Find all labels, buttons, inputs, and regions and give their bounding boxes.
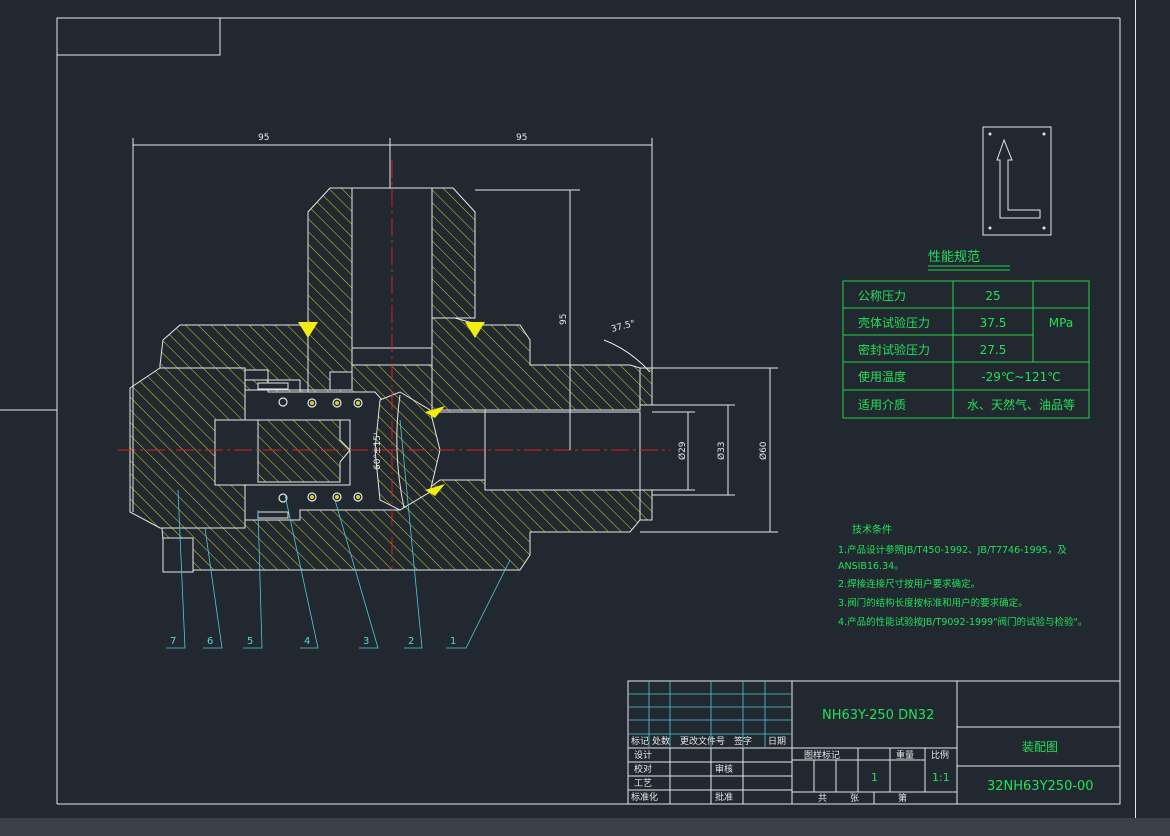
weld-mark	[298, 322, 318, 338]
dimension-lines	[132, 138, 778, 533]
part-number-6: 6	[207, 636, 213, 647]
part-number-7: 7	[170, 636, 176, 647]
spec-table-title: 性能规范	[928, 250, 980, 265]
header-ratio: 比例	[931, 749, 949, 761]
drawing-number: 32NH63Y250-00	[987, 779, 1094, 794]
spec-label-seal-test: 密封试验压力	[858, 342, 930, 357]
header-process: 工艺	[634, 778, 652, 789]
header-design: 设计	[634, 749, 652, 761]
tech-notes-title: 技术条件	[852, 523, 892, 536]
weld-mark	[425, 484, 445, 496]
spec-value-shell-test: 37.5	[980, 316, 1007, 330]
header-change-doc: 更改文件号	[680, 735, 725, 747]
code-box	[56, 17, 221, 56]
spec-value-seal-test: 27.5	[980, 343, 1007, 357]
flow-direction-arrow-icon	[982, 126, 1052, 236]
header-approve: 批准	[715, 791, 733, 803]
dim-dia3: Ø60	[758, 441, 769, 460]
part-number-2: 2	[408, 636, 414, 647]
weld-mark	[425, 406, 445, 418]
header-page: 张	[850, 793, 859, 804]
header-date: 日期	[768, 736, 786, 747]
tech-note-line: 2.焊接连接尺寸按用户要求确定。	[838, 578, 980, 590]
outer-frame	[1135, 0, 1136, 836]
header-review: 审核	[715, 763, 733, 775]
spec-label-temperature: 使用温度	[858, 369, 906, 384]
header-sheet: 第	[898, 792, 907, 804]
model-number: NH63Y-250 DN32	[822, 708, 934, 723]
scale-value: 1:1	[932, 771, 950, 784]
title-block	[627, 680, 1121, 805]
header-standard: 标准化	[631, 791, 658, 803]
dim-left-width: 95	[258, 133, 269, 143]
spec-label-shell-test: 壳体试验压力	[858, 315, 930, 330]
weld-mark	[465, 322, 485, 338]
dim-height: 95	[559, 314, 569, 325]
bottom-bar	[0, 818, 1170, 836]
dim-angle: 37.5°	[610, 319, 636, 335]
header-total: 共	[818, 793, 827, 804]
spec-label-medium: 适用介质	[858, 398, 906, 412]
tech-note-line: 1.产品设计参照JB/T450-1992、JB/T7746-1995，及	[838, 544, 1067, 556]
tech-note-line: 3.阀门的结构长度按标准和用户的要求确定。	[838, 597, 1028, 609]
quantity-value: 1	[871, 771, 878, 784]
header-weight: 重量	[896, 749, 914, 761]
tech-note-line: 4.产品的性能试验按JB/T9092-1999"阀门的试验与检验"。	[838, 616, 1087, 628]
spec-value-nominal-pressure: 25	[985, 289, 1000, 303]
part-number-1: 1	[450, 636, 456, 647]
header-check: 校对	[634, 763, 652, 775]
part-number-4: 4	[304, 636, 310, 647]
spec-label-nominal-pressure: 公称压力	[858, 289, 906, 303]
header-signature: 签字	[734, 735, 752, 747]
tech-note-line: ANSIB16.34。	[838, 561, 904, 572]
dim-dia2: Ø33	[716, 441, 727, 460]
part-number-3: 3	[363, 636, 369, 647]
header-mark: 标记	[631, 735, 649, 747]
spec-table	[842, 265, 1090, 419]
header-stage-mark: 图样标记	[804, 749, 840, 761]
part-number-5: 5	[247, 636, 253, 647]
dim-seat-angle: 60°±15'	[373, 433, 383, 470]
dim-right-width: 95	[516, 133, 527, 143]
dim-dia1: Ø29	[677, 441, 688, 460]
spec-unit: MPa	[1049, 316, 1073, 330]
spec-value-temperature: -29℃~121℃	[981, 370, 1061, 384]
header-count: 处数	[652, 735, 670, 747]
part-leaders	[166, 419, 511, 649]
valve-section	[118, 160, 670, 573]
drawing-name: 装配图	[1022, 740, 1058, 754]
spec-value-medium: 水、天然气、油品等	[967, 397, 1075, 412]
